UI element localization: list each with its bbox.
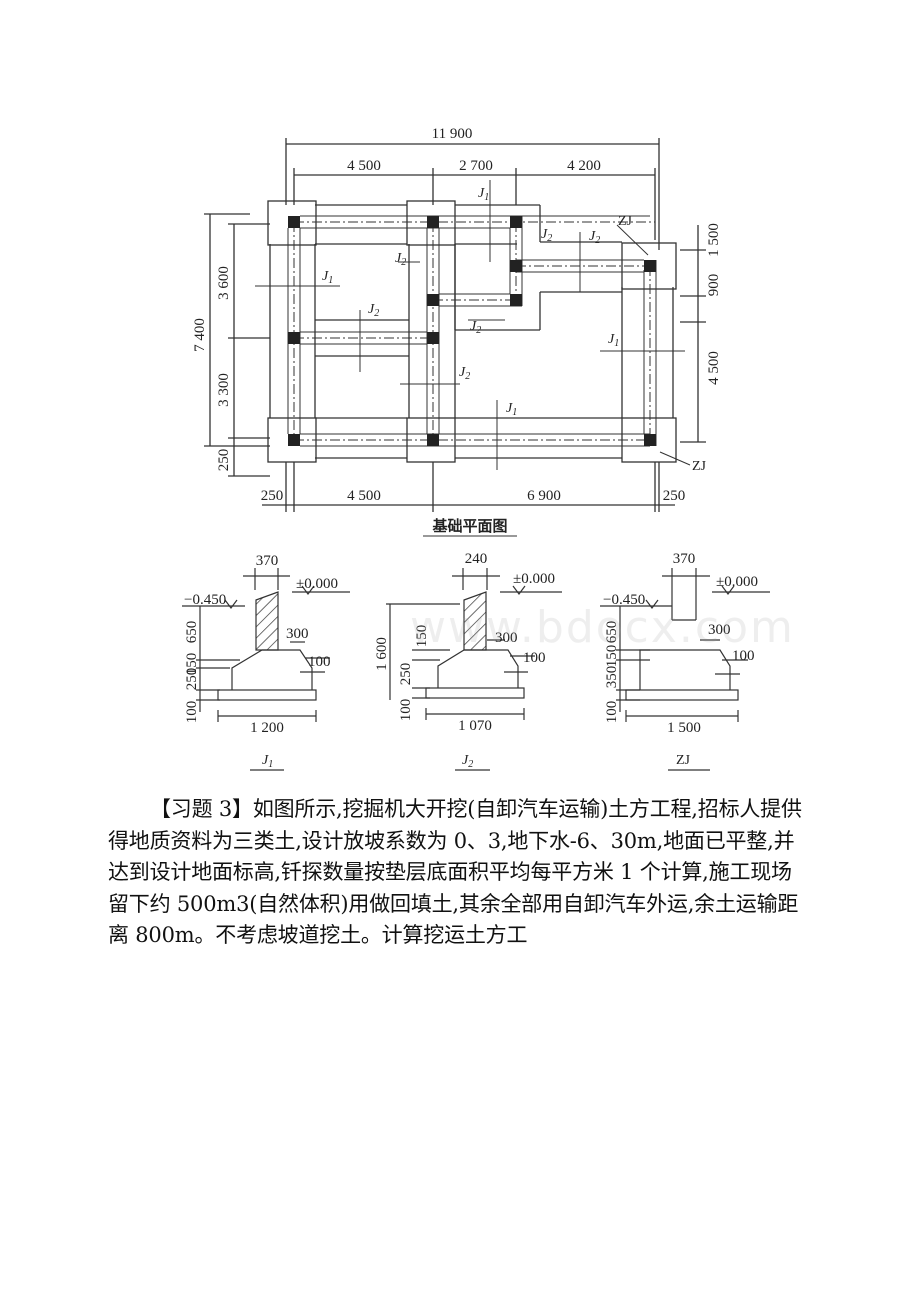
j2-step-300: 300: [495, 630, 518, 646]
label-j1-top: J1: [478, 186, 489, 203]
dim-top-mid: 2 700: [459, 158, 493, 174]
j1-dim-100: 100: [184, 701, 200, 724]
label-j1-left: J1: [322, 269, 333, 286]
j1-dim-650: 650: [184, 621, 200, 644]
zj-step-300: 300: [708, 622, 731, 638]
zj-top-width: 370: [673, 551, 696, 567]
j2-top-width: 240: [465, 551, 488, 567]
label-j1-bottom: J1: [506, 401, 517, 418]
column-blocks: [288, 216, 656, 446]
foundation-drawing: 11 900 4 500 2 700 4 200 7 400 3 600 3 3…: [182, 126, 770, 771]
j1-dim-150: 150: [184, 653, 200, 676]
plan-caption: 基础平面图: [431, 517, 507, 535]
section-j2: 240 ±0.000 1 600 150 250 100 300 100 1 0…: [374, 551, 562, 771]
dim-right-b: 900: [706, 274, 722, 297]
dim-bottom-right-edge: 250: [663, 488, 686, 504]
zj-dim-100: 100: [604, 701, 620, 724]
dim-right-c: 4 500: [706, 351, 722, 385]
plan-dimensions: 11 900 4 500 2 700 4 200 7 400 3 600 3 3…: [192, 126, 722, 504]
zj-dim-650: 650: [604, 621, 620, 644]
dim-left-total: 7 400: [192, 318, 208, 352]
j1-step-100: 100: [308, 654, 331, 670]
dim-bottom-left-edge: 250: [261, 488, 284, 504]
dim-top-right: 4 200: [567, 158, 601, 174]
j1-step-300: 300: [286, 626, 309, 642]
zj-label: ZJ: [676, 753, 691, 768]
j1-top-width: 370: [256, 553, 279, 569]
label-zj-top: ZJ: [618, 214, 633, 229]
j1-dim-250: 250: [184, 668, 200, 691]
label-j2-f: J2: [459, 365, 470, 382]
dim-top-left: 4 500: [347, 158, 381, 174]
dim-left-lower: 3 300: [216, 373, 232, 407]
j2-dim-total: 1 600: [374, 637, 390, 671]
label-j2-a: J2: [541, 227, 552, 244]
label-zj-bottom: ZJ: [692, 459, 707, 474]
j1-base-width: 1 200: [250, 720, 284, 736]
zj-dim-150: 150: [604, 645, 620, 668]
problem-text: 【习题 3】如图所示,挖掘机大开挖(自卸汽车运输)土方工程,招标人提供得地质资料…: [108, 797, 802, 947]
j2-step-100: 100: [523, 650, 546, 666]
j2-label: J2: [462, 753, 473, 770]
dim-bottom-right: 6 900: [527, 488, 561, 504]
zj-elev-right: ±0.000: [716, 574, 758, 590]
label-j1-right: J1: [608, 332, 619, 349]
dim-bottom-left: 4 500: [347, 488, 381, 504]
j2-base-width: 1 070: [458, 718, 492, 734]
j1-label: J1: [262, 753, 273, 770]
label-j2-b: J2: [589, 229, 600, 246]
j2-dim-250: 250: [398, 663, 414, 686]
foundation-plan: [204, 138, 706, 512]
dim-overall-width: 11 900: [432, 126, 473, 142]
zj-base-width: 1 500: [667, 720, 701, 736]
j1-elev-right: ±0.000: [296, 576, 338, 592]
section-zj: 370 −0.450 ±0.000 650 150 350 100 300 10…: [600, 551, 770, 771]
watermark: www.bdocx.com: [410, 602, 795, 653]
dim-left-bottom: 250: [216, 449, 232, 472]
j1-elev-left: −0.450: [184, 592, 226, 608]
j2-dim-100: 100: [398, 699, 414, 722]
label-j2-d: J2: [368, 302, 379, 319]
section-j1: 370 −0.450 ±0.000 650 150 250 100 300 10…: [182, 553, 350, 771]
j2-dim-150: 150: [414, 625, 430, 648]
label-j2-c: J2: [395, 251, 406, 268]
dim-left-upper: 3 600: [216, 266, 232, 300]
dim-right-a: 1 500: [706, 223, 722, 257]
plan-labels: J1 J2 J2 ZJ J1 J2 J2 J2 J2 J1 J1 ZJ: [322, 186, 707, 474]
zj-dim-350: 350: [604, 666, 620, 689]
zj-step-100: 100: [732, 648, 755, 664]
j2-elev-right: ±0.000: [513, 571, 555, 587]
zj-elev-left: −0.450: [603, 592, 645, 608]
label-j2-e: J2: [470, 319, 481, 336]
